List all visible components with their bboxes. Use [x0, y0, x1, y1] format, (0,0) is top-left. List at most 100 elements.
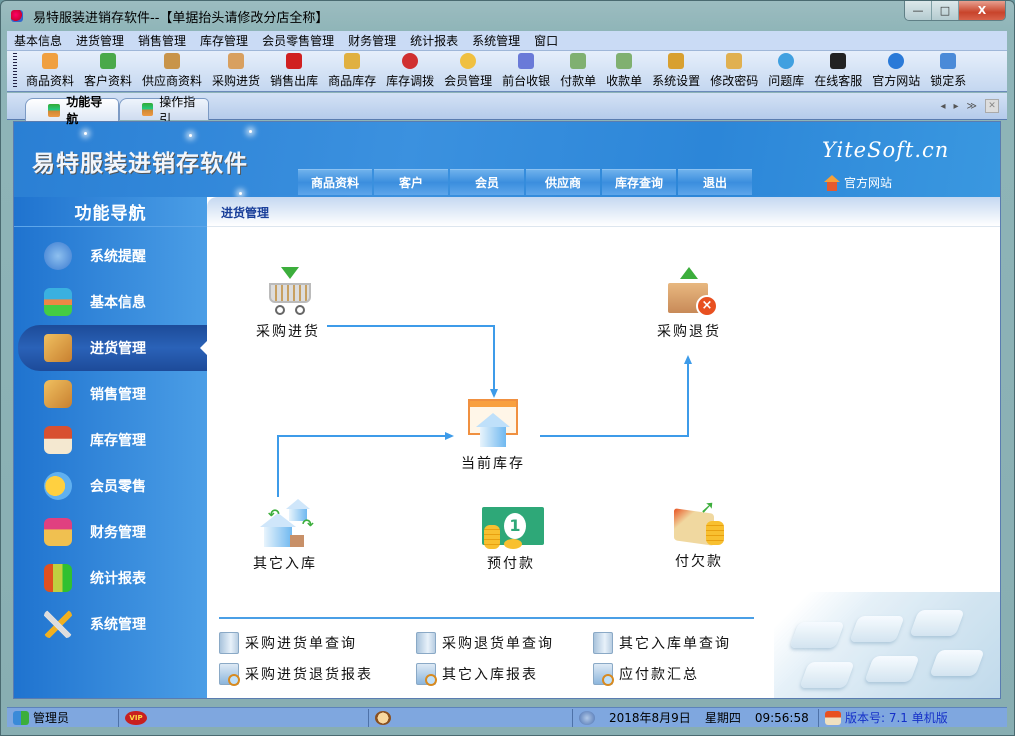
- close-button[interactable]: X: [959, 1, 1005, 20]
- tab-next-icon[interactable]: ▸: [953, 100, 959, 112]
- window-controls: — □ X: [904, 1, 1006, 21]
- link-purchase-return-query[interactable]: 采购退货单查询: [416, 631, 593, 654]
- menu-reports[interactable]: 统计报表: [410, 34, 459, 48]
- users-icon: [13, 710, 29, 725]
- sidebar-item-inventory[interactable]: 库存管理: [14, 417, 207, 463]
- banner-nav-customer[interactable]: 客户: [374, 169, 448, 195]
- lock-screen-icon: [940, 53, 957, 69]
- tab-operation-guide[interactable]: 操作指引: [119, 95, 209, 126]
- menu-purchase[interactable]: 进货管理: [76, 34, 125, 48]
- flow-node-other-inbound[interactable]: ↶ ↷ 其它入库: [235, 499, 335, 573]
- system-settings-icon: [668, 53, 685, 69]
- key-decoration: [849, 616, 905, 642]
- menu-finance[interactable]: 财务管理: [348, 34, 397, 48]
- toolbar-online-support-button[interactable]: 在线客服: [809, 53, 867, 91]
- official-site-link[interactable]: 官方网站: [824, 174, 892, 191]
- toolbar-product-info-button[interactable]: 商品资料: [21, 53, 79, 91]
- app-logo-icon: [9, 8, 25, 24]
- key-decoration: [789, 622, 845, 648]
- menu-system[interactable]: 系统管理: [472, 34, 521, 48]
- toolbar-lock-button[interactable]: 锁定系: [925, 53, 971, 91]
- sidebar-item-sales[interactable]: 销售管理: [14, 371, 207, 417]
- key-decoration: [909, 610, 965, 636]
- tab-close-icon[interactable]: ✕: [985, 99, 999, 113]
- section-title: 进货管理: [221, 206, 270, 220]
- flow-node-current-stock[interactable]: 当前库存: [443, 399, 543, 473]
- flow-line: [327, 325, 495, 327]
- toolbar-receipt-button[interactable]: 收款单: [601, 53, 647, 91]
- banner-nav-exit[interactable]: 退出: [678, 169, 752, 195]
- toolbar-supplier-info-button[interactable]: 供应商资料: [137, 53, 207, 91]
- tab-controls: ◂ ▸ ≫ ✕: [940, 99, 999, 113]
- link-other-inbound-query[interactable]: 其它入库单查询: [593, 631, 731, 654]
- title-bar[interactable]: 易特服装进销存软件--【单据抬头请修改分店全称】 — □ X: [1, 1, 1014, 31]
- toolbar-grip[interactable]: [13, 53, 17, 87]
- menu-basic-info[interactable]: 基本信息: [14, 34, 63, 48]
- toolbar-purchase-button[interactable]: 采购进货: [207, 53, 265, 91]
- menu-inventory[interactable]: 库存管理: [200, 34, 249, 48]
- sidebar-item-finance[interactable]: 财务管理: [14, 509, 207, 555]
- banner-nav-supplier[interactable]: 供应商: [526, 169, 600, 195]
- menu-member-retail[interactable]: 会员零售管理: [262, 34, 335, 48]
- maximize-button[interactable]: □: [932, 1, 959, 20]
- banner-nav-stock-query[interactable]: 库存查询: [602, 169, 676, 195]
- navigation-panel: 易特服装进销存软件 YiteSoft.cn 官方网站 商品资料 客户 会员 供应…: [13, 121, 1001, 699]
- link-purchase-return-report[interactable]: 采购进货退货报表: [219, 662, 416, 686]
- flow-node-payable[interactable]: ➚ 付欠款: [649, 497, 749, 571]
- sidebar-item-basic-info[interactable]: 基本信息: [14, 279, 207, 325]
- link-purchase-order-query[interactable]: 采购进货单查询: [219, 631, 416, 654]
- minimize-button[interactable]: —: [905, 1, 932, 20]
- toolbar-member-button[interactable]: 会员管理: [439, 53, 497, 91]
- tab-more-icon[interactable]: ≫: [966, 100, 977, 112]
- tab-prev-icon[interactable]: ◂: [940, 100, 946, 112]
- link-other-inbound-report[interactable]: 其它入库报表: [416, 662, 593, 686]
- stock-house-icon: [464, 399, 522, 449]
- sidebar-item-system[interactable]: 系统管理: [14, 601, 207, 647]
- banner-nav-product[interactable]: 商品资料: [298, 169, 372, 195]
- inventory-box-icon: [344, 53, 361, 69]
- cash-coins-icon: 1: [482, 507, 544, 549]
- toolbar-customer-info-button[interactable]: 客户资料: [79, 53, 137, 91]
- flow-line: [277, 435, 447, 437]
- supplier-people-icon: [164, 53, 181, 69]
- question-cloud-icon: [778, 53, 795, 69]
- menu-sales[interactable]: 销售管理: [138, 34, 187, 48]
- flow-node-purchase[interactable]: 采购进货: [238, 267, 338, 341]
- toolbar-product-stock-button[interactable]: 商品库存: [323, 53, 381, 91]
- document-tab-bar: 功能导航 操作指引 ◂ ▸ ≫ ✕: [7, 93, 1007, 126]
- toolbar-faq-button[interactable]: 问题库: [763, 53, 809, 91]
- banner-nav: 商品资料 客户 会员 供应商 库存查询 退出: [298, 169, 752, 195]
- sidebar: 功能导航 系统提醒 基本信息 进货管理 销售管理 库存管理 会员零售 财务管理 …: [14, 197, 207, 698]
- flow-node-prepayment[interactable]: 1 预付款: [461, 507, 561, 573]
- sidebar-item-system-alert[interactable]: 系统提醒: [14, 233, 207, 279]
- sidebar-item-member-retail[interactable]: 会员零售: [14, 463, 207, 509]
- flow-node-purchase-return[interactable]: × 采购退货: [639, 267, 739, 341]
- flow-line: [277, 435, 279, 497]
- menu-bar: 基本信息 进货管理 销售管理 库存管理 会员零售管理 财务管理 统计报表 系统管…: [7, 31, 1007, 51]
- sidebar-item-purchase[interactable]: 进货管理: [18, 325, 207, 371]
- transfer-arrows-icon: [402, 53, 419, 69]
- banner-nav-member[interactable]: 会员: [450, 169, 524, 195]
- toolbar-payment-button[interactable]: 付款单: [555, 53, 601, 91]
- toolbar-official-site-button[interactable]: 官方网站: [867, 53, 925, 91]
- purchase-box-icon: [44, 334, 72, 362]
- sparkle-decoration: [189, 134, 192, 137]
- notebook-icon: [219, 631, 239, 654]
- toolbar-cashier-button[interactable]: 前台收银: [497, 53, 555, 91]
- sparkle-decoration: [239, 192, 242, 195]
- sidebar-item-reports[interactable]: 统计报表: [14, 555, 207, 601]
- customer-icon: [100, 53, 117, 69]
- toolbar-settings-button[interactable]: 系统设置: [647, 53, 705, 91]
- box-return-icon: ×: [660, 267, 718, 317]
- status-user: 管理员: [7, 708, 119, 727]
- menu-window[interactable]: 窗口: [534, 34, 559, 48]
- ie-browser-icon: [888, 53, 905, 69]
- member-bubble-icon: [44, 472, 72, 500]
- tab-function-nav[interactable]: 功能导航: [25, 95, 119, 126]
- shopping-basket-icon: [286, 53, 303, 69]
- toolbar-stock-transfer-button[interactable]: 库存调拨: [381, 53, 439, 91]
- toolbar-change-password-button[interactable]: 修改密码: [705, 53, 763, 91]
- link-payable-summary[interactable]: 应付款汇总: [593, 662, 699, 686]
- toolbar-sales-out-button[interactable]: 销售出库: [265, 53, 323, 91]
